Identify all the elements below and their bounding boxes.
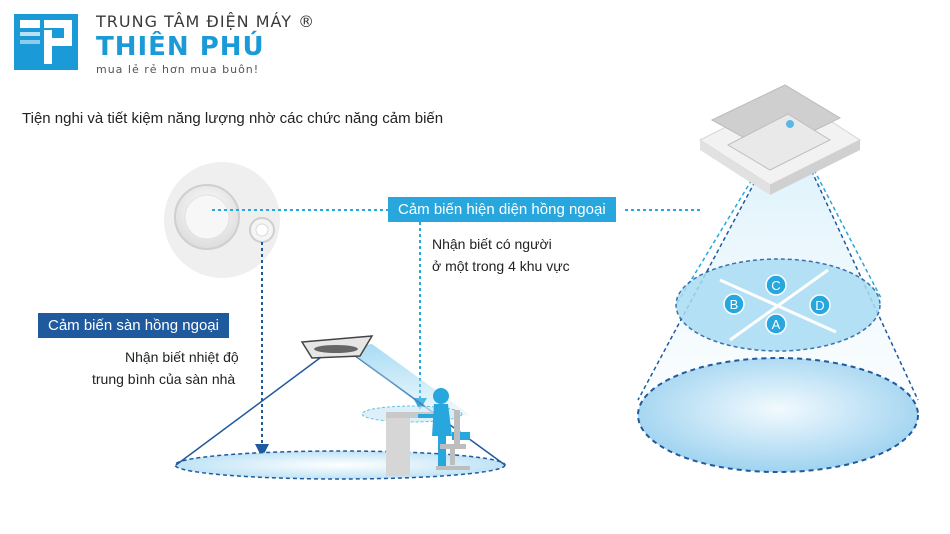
coverage-scene — [637, 84, 919, 473]
brand-slogan: mua lẻ rẻ hơn mua buôn! — [96, 63, 260, 76]
brand-name: THIÊN PHÚ — [96, 32, 265, 62]
brand-subtitle: TRUNG TÂM ĐIỆN MÁY ® — [96, 12, 316, 31]
presence-sensor-desc-1: Nhận biết có người — [432, 236, 552, 252]
zone-a-label: A — [772, 317, 781, 332]
zone-b-marker — [723, 293, 745, 315]
zone-a-marker — [765, 313, 787, 335]
zone-b-label: B — [730, 297, 739, 312]
presence-sensor-label: Cảm biến hiện diện hồng ngoại — [388, 197, 616, 222]
presence-sensor-desc-2: ở một trong 4 khu vực — [432, 258, 570, 274]
room-scene — [174, 335, 506, 480]
zone-markers: A B C D — [723, 274, 831, 335]
sensor-closeup — [164, 162, 280, 278]
floor-sensor-desc-1: Nhận biết nhiệt độ — [125, 349, 239, 365]
zone-c-label: C — [771, 278, 780, 293]
brand-logo-icon — [14, 14, 78, 70]
page-heading: Tiện nghi và tiết kiệm năng lượng nhờ cá… — [22, 110, 444, 127]
floor-sensor-label: Cảm biến sàn hồng ngoại — [38, 313, 229, 338]
floor-sensor-desc-2: trung bình của sàn nhà — [92, 371, 236, 387]
zone-d-marker — [809, 294, 831, 316]
zone-d-label: D — [815, 298, 824, 313]
zone-c-marker — [765, 274, 787, 296]
